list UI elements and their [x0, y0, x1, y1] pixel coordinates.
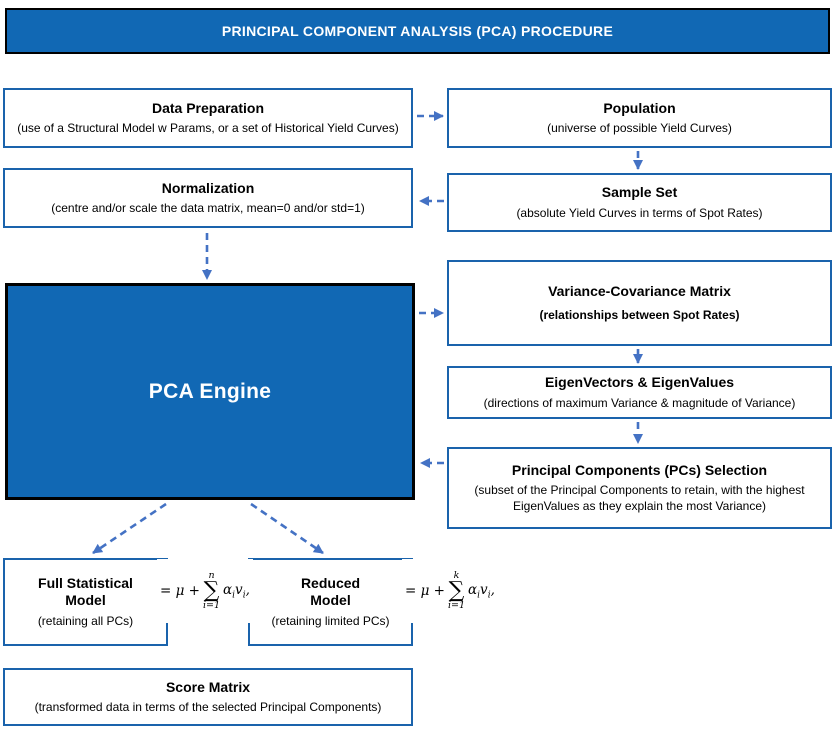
eigenvectors-eigenvalues-subtitle: (directions of maximum Variance & magnit… — [483, 395, 796, 410]
data-preparation-title: Data Preparation — [151, 99, 265, 116]
score-matrix-box: Score Matrix (transformed data in terms … — [3, 668, 413, 726]
pc-selection-title: Principal Components (PCs) Selection — [511, 461, 768, 478]
variance-covariance-box: Variance-Covariance Matrix (relationship… — [447, 260, 832, 346]
pc-selection-box: Principal Components (PCs) Selection (su… — [447, 447, 832, 529]
full-model-formula: = μ + n ∑ i=1 αivi, — [157, 559, 253, 623]
pca-engine-title: PCA Engine — [148, 379, 272, 403]
reduced-model-box: Reduced Model (retaining limited PCs) — [248, 558, 413, 646]
sigma-glyph: ∑ — [448, 577, 465, 603]
score-matrix-title: Score Matrix — [165, 678, 251, 695]
reduced-model-subtitle: (retaining limited PCs) — [271, 613, 390, 628]
normalization-subtitle: (centre and/or scale the data matrix, me… — [51, 201, 365, 216]
full-statistical-model-subtitle: (retaining all PCs) — [37, 613, 134, 628]
sample-set-title: Sample Set — [601, 184, 678, 201]
population-subtitle: (universe of possible Yield Curves) — [547, 121, 732, 136]
normalization-box: Normalization (centre and/or scale the d… — [3, 168, 413, 228]
title-banner: PRINCIPAL COMPONENT ANALYSIS (PCA) PROCE… — [5, 8, 830, 54]
summation-lower-limit: i=1 — [447, 600, 466, 612]
summation-symbol: k ∑ i=1 — [448, 571, 465, 611]
summation-upper-limit: n — [208, 570, 215, 582]
eigenvectors-eigenvalues-title: EigenVectors & EigenValues — [544, 374, 735, 391]
formula-prefix: = μ + — [405, 583, 445, 599]
pc-selection-subtitle: (subset of the Principal Components to r… — [474, 483, 805, 514]
summation-lower-limit: i=1 — [202, 600, 221, 612]
sample-set-subtitle: (absolute Yield Curves in terms of Spot … — [516, 205, 763, 220]
summation-symbol: n ∑ i=1 — [203, 571, 220, 611]
reduced-model-formula: = μ + k ∑ i=1 αivi, — [402, 559, 498, 623]
population-box: Population (universe of possible Yield C… — [447, 88, 832, 148]
arrow-pca-engine-to-reduced-model — [250, 502, 324, 555]
formula-term: αivi, — [468, 581, 495, 601]
population-title: Population — [603, 99, 676, 116]
variance-covariance-title: Variance-Covariance Matrix — [548, 282, 731, 299]
eigenvectors-eigenvalues-box: EigenVectors & EigenValues (directions o… — [447, 366, 832, 419]
arrow-pca-engine-to-full-model — [92, 502, 167, 555]
formula-term: αivi, — [223, 581, 250, 601]
data-preparation-subtitle: (use of a Structural Model w Params, or … — [17, 121, 399, 136]
formula-prefix: = μ + — [160, 583, 200, 599]
variance-covariance-subtitle: (relationships between Spot Rates) — [539, 308, 740, 323]
full-statistical-model-box: Full Statistical Model (retaining all PC… — [3, 558, 168, 646]
sample-set-box: Sample Set (absolute Yield Curves in ter… — [447, 173, 832, 232]
data-preparation-box: Data Preparation (use of a Structural Mo… — [3, 88, 413, 148]
summation-upper-limit: k — [453, 570, 460, 582]
full-statistical-model-title: Full Statistical Model — [38, 574, 133, 609]
score-matrix-subtitle: (transformed data in terms of the select… — [34, 700, 382, 715]
normalization-title: Normalization — [161, 179, 255, 196]
page-title: PRINCIPAL COMPONENT ANALYSIS (PCA) PROCE… — [221, 23, 614, 39]
sigma-glyph: ∑ — [203, 577, 220, 603]
pca-engine-box: PCA Engine — [5, 283, 415, 500]
reduced-model-title: Reduced Model — [300, 574, 361, 609]
